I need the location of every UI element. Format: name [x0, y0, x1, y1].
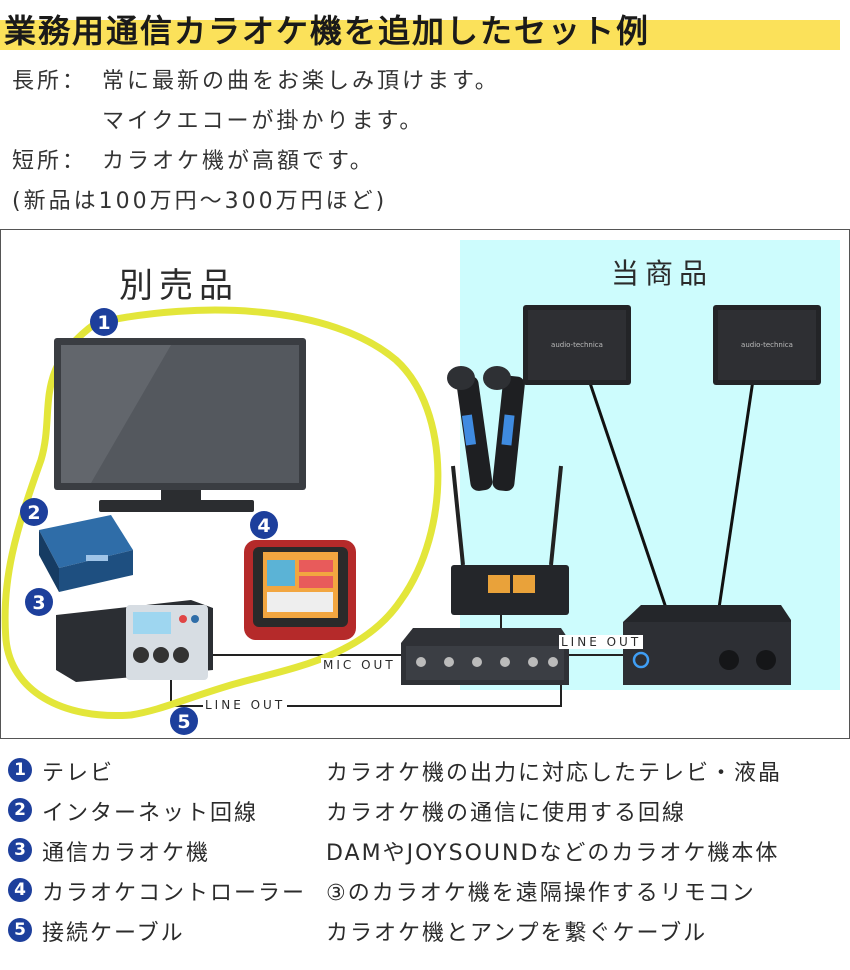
- microphone-icon: [447, 366, 525, 492]
- legend-badge: 5: [8, 918, 32, 942]
- pros-text-1: 常に最新の曲をお楽しみ頂けます。: [102, 69, 500, 94]
- sold-separately-label: 別売品: [119, 266, 239, 306]
- line-out-label-bottom: LINE OUT: [203, 698, 288, 712]
- svg-text:4: 4: [257, 515, 270, 537]
- legend-badge: 1: [8, 758, 32, 782]
- legend-item: 3 通信カラオケ機 DAMやJOYSOUNDなどのカラオケ機本体: [8, 832, 848, 868]
- pros-text-2: マイクエコーが掛かります。: [102, 109, 425, 134]
- pros-label: 長所：: [12, 69, 88, 94]
- legend-badge: 3: [8, 838, 32, 862]
- svg-text:1: 1: [97, 312, 110, 334]
- connection-diagram: 別売品 当商品: [0, 229, 850, 739]
- legend-item: 1 テレビ カラオケ機の出力に対応したテレビ・液晶: [8, 752, 848, 788]
- speaker-left-icon: audio-technica: [523, 305, 631, 385]
- karaoke-controller-icon: [244, 540, 356, 640]
- amplifier-icon: [623, 605, 791, 685]
- callout-badge-5: 5: [170, 707, 198, 735]
- price-note: (新品は100万円～300万円ほど): [12, 189, 388, 214]
- speaker-cable-left: [587, 379, 668, 609]
- svg-text:3: 3: [32, 592, 45, 614]
- title-highlight-bar: [0, 20, 840, 50]
- legend-item-desc: ③のカラオケ機を遠隔操作するリモコン: [326, 881, 756, 906]
- page-header: 業務用通信カラオケ機を追加したセット例: [0, 0, 840, 52]
- mic-out-label: MIC OUT: [321, 658, 398, 672]
- callout-badge-3: 3: [25, 588, 53, 616]
- speaker-cable-right: [717, 379, 755, 609]
- wireless-receiver-icon: [451, 465, 569, 615]
- legend-item-desc: DAMやJOYSOUNDなどのカラオケ機本体: [326, 841, 780, 866]
- callout-badge-2: 2: [20, 498, 48, 526]
- legend-item-name: 接続ケーブル: [42, 921, 185, 946]
- cons-label: 短所：: [12, 149, 88, 174]
- line-out-label-top: LINE OUT: [559, 635, 644, 649]
- line-out-cable-bottom: [170, 680, 562, 707]
- legend-item-name: インターネット回線: [42, 801, 259, 826]
- legend-item-name: テレビ: [42, 761, 115, 786]
- modem-icon: [39, 515, 133, 592]
- page-title: 業務用通信カラオケ機を追加したセット例: [4, 12, 651, 50]
- speaker-right-icon: audio-technica: [713, 305, 821, 385]
- legend-item: 5 接続ケーブル カラオケ機とアンプを繋ぐケーブル: [8, 912, 848, 948]
- legend-item-name: 通信カラオケ機: [42, 841, 211, 866]
- callout-badge-1: 1: [90, 308, 118, 336]
- legend-item: 2 インターネット回線 カラオケ機の通信に使用する回線: [8, 792, 848, 828]
- svg-text:2: 2: [27, 502, 40, 524]
- legend-badge: 2: [8, 798, 32, 822]
- tv-icon: [54, 338, 306, 512]
- highlight-loop: [1, 306, 442, 720]
- legend-item-desc: カラオケ機の出力に対応したテレビ・液晶: [326, 761, 783, 786]
- speaker-left-brand: audio-technica: [551, 341, 603, 349]
- callout-badge-4: 4: [250, 511, 278, 539]
- legend-item-desc: カラオケ機の通信に使用する回線: [326, 801, 687, 826]
- legend-item-desc: カラオケ機とアンプを繋ぐケーブル: [326, 921, 708, 946]
- diagram-graphics: audio-technica audio-technica 1 2 3: [1, 305, 821, 735]
- cons-text-1: カラオケ機が高額です。: [102, 149, 375, 174]
- svg-text:5: 5: [177, 711, 190, 733]
- legend-item-name: カラオケコントローラー: [42, 881, 307, 906]
- mixer-icon: [401, 628, 569, 685]
- legend-badge: 4: [8, 878, 32, 902]
- this-product-label: 当商品: [611, 257, 714, 290]
- karaoke-machine-icon: [56, 600, 213, 682]
- legend-item: 4 カラオケコントローラー ③のカラオケ機を遠隔操作するリモコン: [8, 872, 848, 908]
- speaker-right-brand: audio-technica: [741, 341, 793, 349]
